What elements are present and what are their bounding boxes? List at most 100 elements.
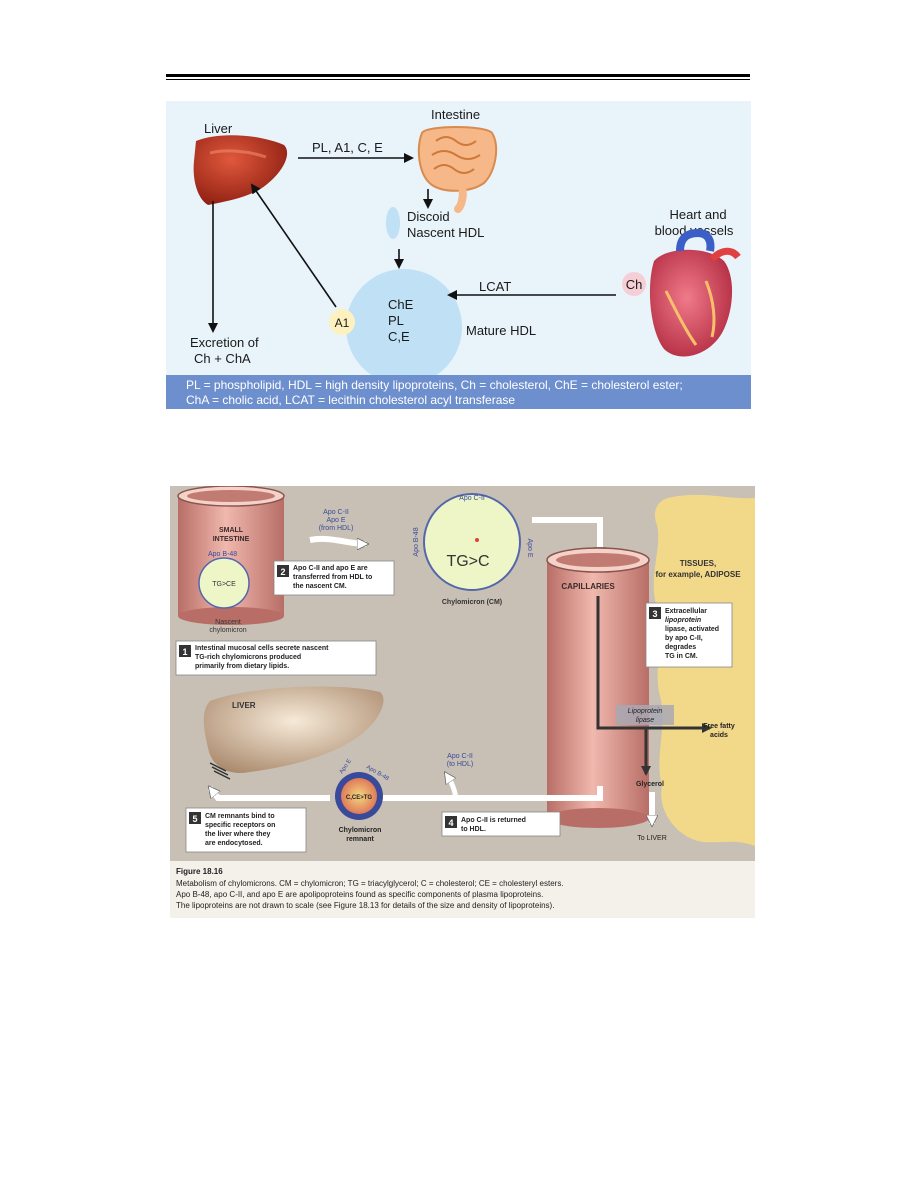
header-rule-thick [166, 74, 750, 77]
lipase-label-line1: Lipoprotein [628, 708, 663, 715]
header-rule-thin [166, 79, 750, 80]
step-2-line1: Apo C-II and apo E are [293, 565, 368, 572]
small-intestine-tube [177, 486, 285, 625]
step-1-line1: Intestinal mucosal cells secrete nascent [195, 645, 329, 652]
discoid-label-line1: Discoid [407, 209, 450, 224]
lipoprotein-lipase-badge [616, 705, 674, 725]
step-5-line3: the liver where they [205, 831, 270, 838]
step-1-line2: TG-rich chylomicrons produced [195, 654, 301, 661]
hdl-diagram-svg: Liver Intestine Heart and blood vessels … [166, 107, 751, 409]
step-2-line3: the nascent CM. [293, 583, 347, 590]
cm-name-label: Chylomicron (CM) [442, 599, 502, 606]
step-4-line2: to HDL. [461, 826, 486, 833]
heart-icon [649, 228, 741, 357]
step-3-line4: by apo C-II, [665, 635, 703, 642]
arrow-apo-cii-return [446, 774, 459, 799]
hdl-content-ce: C,E [388, 329, 410, 344]
hdl-legend-line2: ChA = cholic acid, LCAT = lecithin chole… [186, 393, 515, 407]
remnant-name-line2: remnant [346, 836, 374, 843]
figure-caption-line1: Metabolism of chylomicrons. CM = chylomi… [176, 879, 564, 888]
figure-caption-line3: The lipoproteins are not drawn to scale … [176, 901, 554, 910]
figure-caption-line2: Apo B-48, apo C-II, and apo E are apolip… [176, 890, 543, 899]
discoid-label-line2: Nascent HDL [407, 225, 484, 240]
hdl-content-pl: PL [388, 313, 404, 328]
arrow-capillary-to-remnant [348, 786, 603, 798]
heart-label-line1: Heart and [669, 207, 726, 222]
lcat-label: LCAT [479, 279, 511, 294]
tg-ce-label: TG>CE [212, 581, 236, 588]
step-5-number: 5 [192, 814, 197, 824]
chylomicron-metabolism-diagram: TISSUES, for example, ADIPOSE SMALL INTE… [170, 486, 755, 918]
step-4-number: 4 [448, 818, 453, 828]
liver-cm-label: LIVER [232, 701, 256, 710]
small-intestine-label-line1: SMALL [219, 527, 244, 534]
step-3-line2: lipoprotein [665, 617, 701, 624]
cm-center-dot [475, 538, 479, 542]
excretion-label-line1: Excretion of [190, 335, 259, 350]
step-5-line2: specific receptors on [205, 822, 275, 829]
step-1-box: 1 Intestinal mucosal cells secrete nasce… [175, 640, 377, 676]
tissues-label-line1: TISSUES, [680, 559, 716, 568]
step-5-box: 5 CM remnants bind to specific receptors… [185, 807, 307, 853]
chylomicron-remnant [341, 778, 377, 814]
intestine-label: Intestine [431, 107, 480, 122]
liver-organ [203, 686, 384, 773]
step-3-line1: Extracellular [665, 608, 707, 615]
tissues-label-line2: for example, ADIPOSE [655, 570, 741, 579]
ch-badge-text: Ch [626, 277, 643, 292]
step-1-number: 1 [182, 647, 187, 657]
step-3-line3: lipase, activated [665, 626, 719, 633]
apo-to-hdl-line2: (to HDL) [447, 761, 473, 768]
lipase-label-line2: lipase [636, 717, 654, 724]
liver-receptors [209, 762, 231, 780]
arrow-fatty-acids [596, 596, 712, 733]
adipose-tissue [653, 494, 755, 846]
excretion-label-line2: Ch + ChA [194, 351, 251, 366]
step-2-line2: transferred from HDL to [293, 574, 372, 581]
mature-hdl-label: Mature HDL [466, 323, 536, 338]
arrow-remnant-to-liver [210, 788, 330, 801]
small-intestine-label-line2: INTESTINE [213, 536, 250, 543]
ch-badge [622, 272, 646, 296]
remnant-name-line1: Chylomicron [339, 827, 382, 834]
hdl-metabolism-diagram: Liver Intestine Heart and blood vessels … [166, 101, 751, 409]
step-3-line5: degrades [665, 644, 696, 651]
liver-label: Liver [204, 121, 233, 136]
cm-apo-left: Apo B-48 [413, 527, 420, 556]
a1-badge-text: A1 [335, 316, 350, 330]
nascent-label-line1: Nascent [215, 619, 241, 626]
apo-from-hdl-line1: Apo C-II [323, 509, 349, 516]
step-3-box: 3 Extracellular lipoprotein lipase, acti… [645, 602, 733, 668]
cm-diagram-svg: TISSUES, for example, ADIPOSE SMALL INTE… [170, 486, 755, 918]
apo-from-hdl-line3: (from HDL) [319, 525, 354, 532]
remnant-core-label: C,CE>TG [346, 795, 373, 801]
intestine-icon [417, 126, 498, 213]
discoid-hdl-shape [386, 207, 400, 239]
mature-hdl-sphere [346, 269, 462, 385]
step-1-line3: primarily from dietary lipids. [195, 663, 289, 670]
apo-b48-label: Apo B-48 [208, 551, 237, 558]
nascent-label-line2: chylomicron [209, 627, 246, 634]
cm-apo-right: Apo E [526, 538, 533, 557]
ffa-label-line1: Free fatty [703, 723, 735, 730]
step-2-box: 2 Apo C-II and apo E are transferred fro… [273, 560, 395, 596]
ffa-label-line2: acids [710, 732, 728, 739]
arrow-apo-to-cm [309, 535, 366, 544]
step-3-number: 3 [652, 609, 657, 619]
step-4-box: 4 Apo C-II is returned to HDL. [441, 811, 561, 837]
liver-icon [193, 135, 288, 205]
step-4-line1: Apo C-II is returned [461, 817, 526, 824]
hdl-legend-bar [166, 375, 751, 409]
to-liver-label: To LIVER [637, 835, 667, 842]
apo-to-hdl-line1: Apo C-II [447, 753, 473, 760]
step-5-line4: are endocytosed. [205, 840, 263, 847]
pl-arrow-label: PL, A1, C, E [312, 140, 383, 155]
chylomicron-particle [423, 493, 521, 591]
arrow-a1-to-liver [250, 183, 337, 308]
step-2-number: 2 [280, 567, 285, 577]
figure-caption-area [170, 861, 755, 918]
nascent-chylomicron [198, 557, 250, 609]
step-3-line6: TG in CM. [665, 653, 698, 660]
figure-caption-title: Figure 18.16 [176, 867, 223, 876]
glycerol-label: Glycerol [636, 781, 664, 788]
